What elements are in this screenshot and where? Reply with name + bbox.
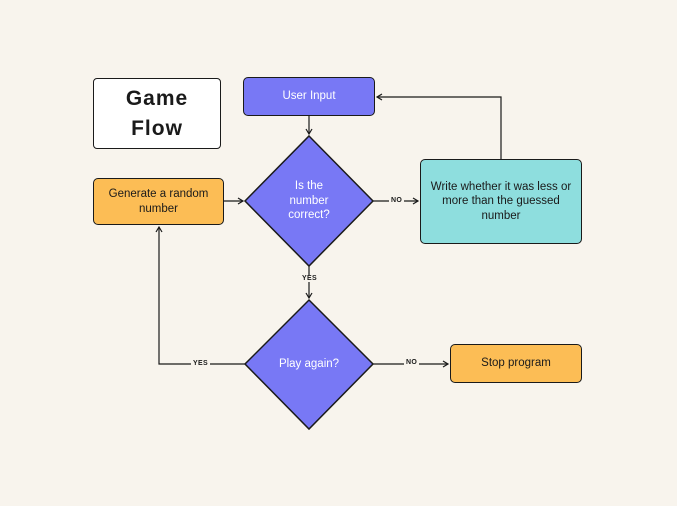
node-user-input[interactable]: User Input (243, 77, 375, 116)
decision-play-again[interactable]: Play again? (259, 354, 359, 374)
title-line-1: Game (125, 87, 189, 111)
node-user-input-label: User Input (282, 90, 336, 103)
decision-is-correct-line1: Is the (294, 179, 324, 192)
node-generate-number[interactable]: Generate a random number (93, 178, 224, 225)
node-stop-label: Stop program (481, 357, 551, 370)
edge-label-correct-no: NO (389, 197, 405, 204)
title-line-2: Flow (131, 116, 183, 140)
edge-again-yes (155, 225, 245, 365)
node-generate-label: Generate a random number (108, 188, 209, 215)
decision-play-again-shape (243, 298, 375, 431)
node-stop-program[interactable]: Stop program (450, 344, 582, 383)
edge-label-correct-yes: YES (300, 275, 319, 282)
node-write-hint-label: Write whether it was less or more than t… (430, 180, 572, 222)
title-box: Game Flow (93, 78, 221, 149)
edge-label-again-yes: YES (191, 360, 210, 367)
decision-is-correct-line3: correct? (288, 209, 330, 222)
decision-is-correct[interactable]: Is the number correct? (259, 176, 359, 226)
decision-is-correct-line2: number (289, 194, 329, 207)
decision-play-again-label: Play again? (278, 357, 340, 370)
edge-label-again-no: NO (404, 359, 420, 366)
node-write-hint[interactable]: Write whether it was less or more than t… (420, 159, 582, 244)
edge-hint-to-input (375, 93, 502, 159)
